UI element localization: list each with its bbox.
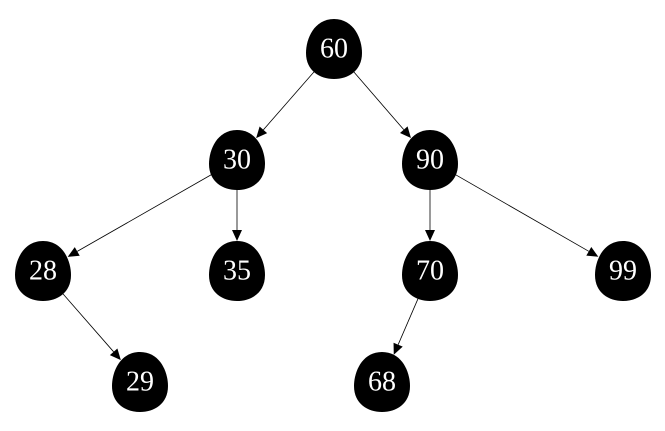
node-layer: 60 30 90 28 35 70 99 29 68: [15, 19, 651, 412]
tree-node-60: 60: [306, 19, 362, 79]
node-label: 35: [223, 256, 251, 287]
edge-70-68: [393, 298, 419, 355]
edge-30-35: [232, 190, 242, 241]
node-label: 30: [223, 145, 251, 176]
edge-line: [352, 70, 405, 130]
tree-node-29: 29: [112, 352, 168, 412]
node-label: 29: [126, 367, 154, 398]
edge-28-29: [61, 292, 121, 361]
arrowhead: [67, 247, 80, 257]
arrowhead: [425, 230, 435, 241]
arrowhead: [256, 126, 268, 139]
node-shape: [15, 241, 71, 301]
node-label: 68: [368, 367, 396, 398]
arrowhead: [399, 126, 411, 138]
node-shape: [402, 130, 458, 190]
edge-90-70: [425, 190, 435, 241]
arrowhead: [586, 246, 599, 257]
edge-line: [263, 70, 316, 131]
node-label: 90: [416, 145, 444, 176]
arrowhead: [232, 230, 242, 241]
node-shape: [112, 352, 168, 412]
tree-node-35: 35: [209, 241, 265, 301]
tree-node-30: 30: [209, 130, 265, 190]
edge-line: [61, 292, 114, 353]
edge-60-30: [256, 70, 316, 139]
node-shape: [209, 130, 265, 190]
edge-layer: [61, 70, 599, 361]
edge-line: [77, 173, 213, 252]
node-label: 70: [416, 256, 444, 287]
tree-node-68: 68: [354, 352, 410, 412]
tree-node-99: 99: [595, 241, 651, 301]
arrowhead: [393, 342, 403, 355]
edge-line: [397, 298, 419, 345]
node-label: 60: [320, 34, 348, 65]
tree-node-70: 70: [402, 241, 458, 301]
tree-node-90: 90: [402, 130, 458, 190]
node-shape: [306, 19, 362, 79]
node-shape: [354, 352, 410, 412]
node-label: 28: [29, 256, 57, 287]
arrowhead: [109, 348, 121, 361]
node-shape: [402, 241, 458, 301]
node-shape: [209, 241, 265, 301]
edge-30-28: [67, 173, 213, 257]
edge-90-99: [454, 173, 599, 257]
edge-60-90: [352, 70, 411, 138]
node-shape: [595, 241, 651, 301]
edge-line: [454, 173, 589, 252]
tree-node-28: 28: [15, 241, 71, 301]
node-label: 99: [609, 256, 637, 287]
